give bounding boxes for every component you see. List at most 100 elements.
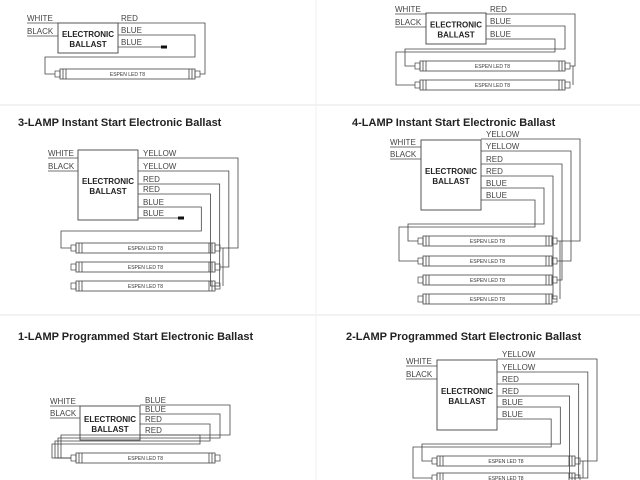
output-wire-label-red: RED: [486, 167, 503, 176]
output-wire: [481, 175, 557, 300]
output-wire-label-blue: BLUE: [502, 410, 523, 419]
ballast-label: BALLAST: [89, 187, 126, 196]
lamp-tube: ESPEN LED T8: [54, 68, 201, 80]
lamp-label: ESPEN LED T8: [128, 284, 163, 290]
input-wire-label-black: BLACK: [50, 409, 77, 418]
ballast-box: [436, 359, 498, 431]
output-wire: [138, 170, 230, 268]
output-wire: [481, 150, 572, 262]
output-wire-label-blue: BLUE: [490, 17, 511, 26]
output-wire: [497, 358, 598, 462]
lamp-tube: ESPEN LED T8: [431, 472, 581, 480]
ballast-label: ELECTRONIC: [430, 21, 482, 30]
output-wire: [395, 38, 556, 86]
lamp-label: ESPEN LED T8: [488, 459, 523, 465]
lamp-left-pins: [54, 70, 61, 78]
output-wire-label-red: RED: [502, 375, 519, 384]
lamp-tube: ESPEN LED T8: [431, 455, 581, 467]
input-wire-label-black: BLACK: [395, 18, 422, 27]
output-wire: [407, 187, 545, 242]
output-wire-label-blue: BLUE: [145, 396, 166, 405]
output-wire-label-blue: BLUE: [486, 179, 507, 188]
lamp-tube: ESPEN LED T8: [417, 293, 558, 305]
output-wire: [486, 13, 576, 67]
output-wire-label-yellow: YELLOW: [143, 162, 177, 171]
output-wire-label-yellow: YELLOW: [502, 350, 536, 359]
output-wire: [398, 199, 536, 262]
input-wire-label-white: WHITE: [395, 5, 421, 14]
lamp-right-pins: [574, 457, 581, 465]
lamp-tube: ESPEN LED T8: [70, 452, 221, 464]
ballast-label: ELECTRONIC: [62, 30, 114, 39]
lamp-left-pins: [414, 81, 421, 89]
panel-title: 1-LAMP Programmed Start Electronic Balla…: [18, 331, 253, 343]
input-wire-label-white: WHITE: [406, 357, 432, 366]
panel-3-lamp-instant: 3-LAMP Instant Start Electronic BallastW…: [18, 117, 239, 292]
lamp-tube: ESPEN LED T8: [414, 60, 571, 72]
lamp-left-pins: [431, 474, 438, 480]
lamp-right-pins: [214, 454, 221, 462]
lamp-tube: ESPEN LED T8: [414, 79, 571, 91]
output-wire: [44, 34, 196, 75]
output-wire-label-yellow: YELLOW: [486, 142, 520, 151]
ballast-box: [79, 405, 141, 441]
input-wire-label-black: BLACK: [406, 370, 433, 379]
output-wire-label-red: RED: [486, 155, 503, 164]
output-wire-label-red: RED: [490, 5, 507, 14]
lamp-tube: ESPEN LED T8: [70, 280, 221, 292]
ballast-label: BALLAST: [69, 40, 106, 49]
lamp-right-pins: [564, 81, 571, 89]
output-wire: [412, 418, 552, 479]
lamp-right-pins: [214, 244, 221, 252]
ballast-box: [77, 149, 139, 221]
output-wire-label-blue: BLUE: [143, 209, 164, 218]
lamp-label: ESPEN LED T8: [475, 83, 510, 89]
panel-2-lamp-programmed: 2-LAMP Programmed Start Electronic Balla…: [346, 331, 598, 480]
output-wire-label-red: RED: [143, 175, 160, 184]
output-wire: [421, 406, 561, 462]
wire-cap-icon: [178, 216, 184, 220]
lamp-label: ESPEN LED T8: [470, 259, 505, 265]
lamp-left-pins: [417, 295, 424, 303]
lamp-tube: ESPEN LED T8: [417, 235, 558, 247]
input-wire-label-white: WHITE: [48, 149, 74, 158]
input-wire-label-white: WHITE: [50, 397, 76, 406]
lamp-right-pins: [194, 70, 201, 78]
lamp-right-pins: [214, 263, 221, 271]
ballast-box: [420, 139, 482, 211]
lamp-tube: ESPEN LED T8: [70, 261, 221, 273]
ballast-label: BALLAST: [91, 425, 128, 434]
output-wire: [481, 138, 581, 242]
output-wire: [404, 25, 566, 67]
ballast-label: BALLAST: [448, 397, 485, 406]
output-wire: [497, 395, 580, 479]
lamp-left-pins: [70, 263, 77, 271]
output-wire: [138, 193, 220, 287]
output-wire-label-yellow: YELLOW: [502, 363, 536, 372]
lamp-left-pins: [70, 244, 77, 252]
lamp-tube: ESPEN LED T8: [417, 255, 558, 267]
output-wire-label-yellow: YELLOW: [486, 130, 520, 139]
lamp-left-pins: [417, 257, 424, 265]
output-wire-label-blue: BLUE: [502, 398, 523, 407]
input-wire-label-black: BLACK: [390, 150, 417, 159]
lamp-tube: ESPEN LED T8: [417, 274, 558, 286]
lamp-left-pins: [414, 62, 421, 70]
output-wire: [118, 22, 206, 75]
input-wire-label-black: BLACK: [48, 162, 75, 171]
panel-title: 3-LAMP Instant Start Electronic Ballast: [18, 117, 222, 129]
output-wire-label-blue: BLUE: [486, 191, 507, 200]
lamp-left-pins: [417, 276, 424, 284]
panel-title: 4-LAMP Instant Start Electronic Ballast: [352, 117, 556, 129]
ballast-box: [425, 12, 487, 45]
output-wire: [497, 371, 589, 479]
output-wire-label-red: RED: [145, 415, 162, 424]
lamp-left-pins: [70, 454, 77, 462]
lamp-label: ESPEN LED T8: [470, 297, 505, 303]
output-wire-label-blue: BLUE: [143, 198, 164, 207]
wire-cap-icon: [161, 45, 167, 49]
output-wire-label-yellow: YELLOW: [143, 149, 177, 158]
